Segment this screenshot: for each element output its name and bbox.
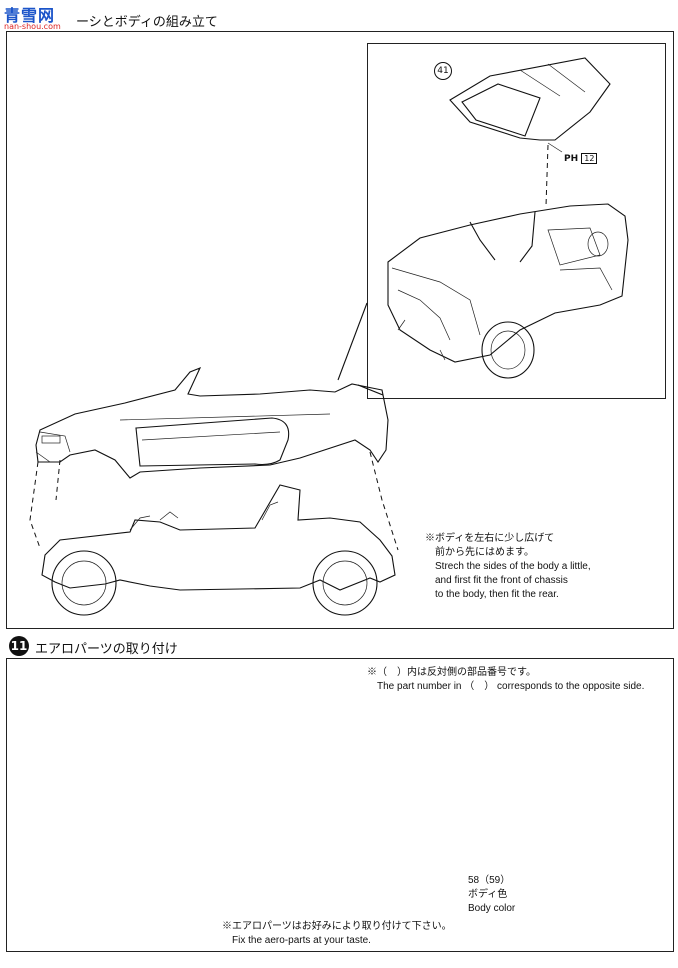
- part-41-label: 41: [434, 62, 452, 80]
- hardtop-part: [449, 57, 611, 141]
- body-shell: [35, 366, 389, 479]
- aero-note-en: Fix the aero-parts at your taste.: [232, 935, 371, 946]
- site-watermark-logo: 青雪网 nan-shou.com: [0, 0, 72, 34]
- opposite-note-jp: ※（ ）内は反対側の部品番号です。: [367, 667, 536, 678]
- opposite-note-en: The part number in （ ） corresponds to th…: [377, 681, 645, 692]
- chassis: [41, 484, 396, 616]
- step11-panel: [6, 658, 674, 952]
- step11-title: エアロパーツの取り付け: [35, 642, 178, 657]
- callout-line-left: [337, 302, 368, 381]
- part-58-59-number: 58（59）: [468, 875, 511, 886]
- pin-ph-label: PH 12: [564, 153, 598, 164]
- note-en-line3: to the body, then fit the rear.: [435, 589, 559, 600]
- body-color-jp: ボディ色: [468, 889, 508, 900]
- pin-number: 12: [581, 153, 598, 164]
- step10-note: ※ボディを左右に少し広げて 前から先にはめます。 Strech the side…: [425, 532, 591, 602]
- inset-detail-panel: [367, 43, 666, 399]
- step10-title: ーシとボディの組み立て: [76, 15, 218, 30]
- note-en-line1: Strech the sides of the body a little,: [435, 561, 591, 572]
- inset-car: [387, 203, 629, 379]
- watermark-mark: 青雪网: [4, 6, 56, 25]
- note-en-line2: and first fit the front of chassis: [435, 575, 568, 586]
- aero-parts-note: ※エアロパーツはお好みにより取り付けて下さい。 Fix the aero-par…: [222, 920, 452, 948]
- pin-prefix: PH: [564, 154, 579, 164]
- note-jp-line1: ※ボディを左右に少し広げて: [425, 533, 555, 544]
- callout-line-bottom: [357, 384, 384, 396]
- watermark-url: nan-shou.com: [4, 22, 61, 31]
- body-color-en: Body color: [468, 903, 516, 914]
- aero-note-jp: ※エアロパーツはお好みにより取り付けて下さい。: [222, 921, 452, 932]
- note-jp-line2: 前から先にはめます。: [435, 547, 534, 558]
- step11-number: 11: [9, 636, 29, 656]
- opposite-side-note: ※（ ）内は反対側の部品番号です。 The part number in （ ）…: [367, 666, 644, 694]
- part-58-59-label-block: 58（59） ボディ色 Body color: [468, 874, 515, 916]
